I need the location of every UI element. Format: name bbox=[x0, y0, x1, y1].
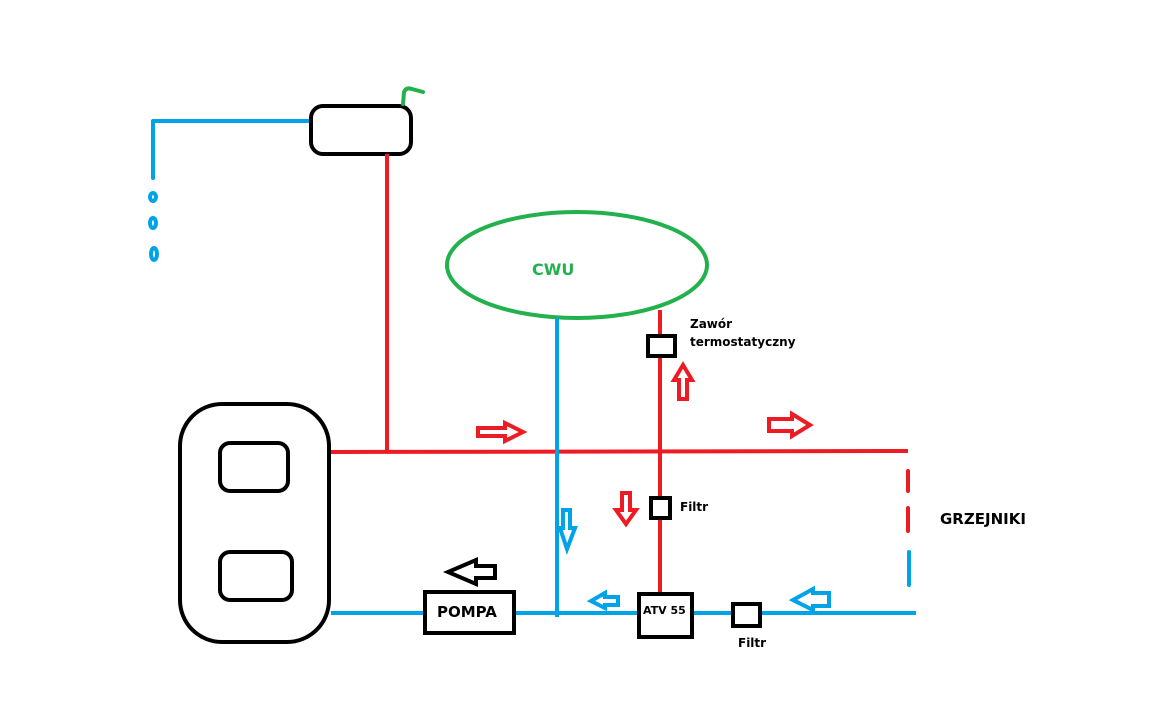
heat-exchanger-icon bbox=[309, 104, 413, 156]
arrow-icon-cold-down bbox=[557, 508, 578, 555]
arrow-icon-pump-left bbox=[442, 556, 497, 588]
hot-supply-pipe bbox=[330, 449, 909, 454]
atv-label: ATV 55 bbox=[643, 604, 686, 617]
valve-label-line2: termostatyczny bbox=[690, 335, 796, 349]
atv-valve bbox=[637, 592, 694, 639]
arrow-icon-cold-left-1 bbox=[586, 589, 620, 612]
arrow-icon-hot-right-2 bbox=[767, 410, 814, 440]
pump bbox=[423, 590, 516, 635]
arrow-icon-hot-right-1 bbox=[476, 419, 528, 445]
thermostatic-valve bbox=[646, 334, 677, 358]
filter-cold bbox=[731, 602, 762, 628]
arrow-icon-hot-down bbox=[612, 491, 640, 528]
vent-pipe bbox=[401, 86, 425, 106]
filter-hot-label: Filtr bbox=[680, 500, 709, 514]
cwu-tank bbox=[445, 210, 709, 320]
filter-cold-label: Filtr bbox=[738, 636, 767, 650]
arrow-icon-cold-left-2 bbox=[788, 585, 831, 614]
cwu-label: CWU bbox=[532, 260, 575, 279]
grzejniki-label: GRZEJNIKI bbox=[940, 510, 1026, 528]
valve-label-line1: Zawór bbox=[690, 317, 733, 331]
boiler-icon bbox=[178, 402, 331, 644]
pump-label: POMPA bbox=[437, 603, 497, 621]
arrow-icon-hot-up bbox=[670, 361, 696, 401]
shower-drops-icon bbox=[148, 119, 312, 262]
filter-hot bbox=[649, 496, 672, 520]
